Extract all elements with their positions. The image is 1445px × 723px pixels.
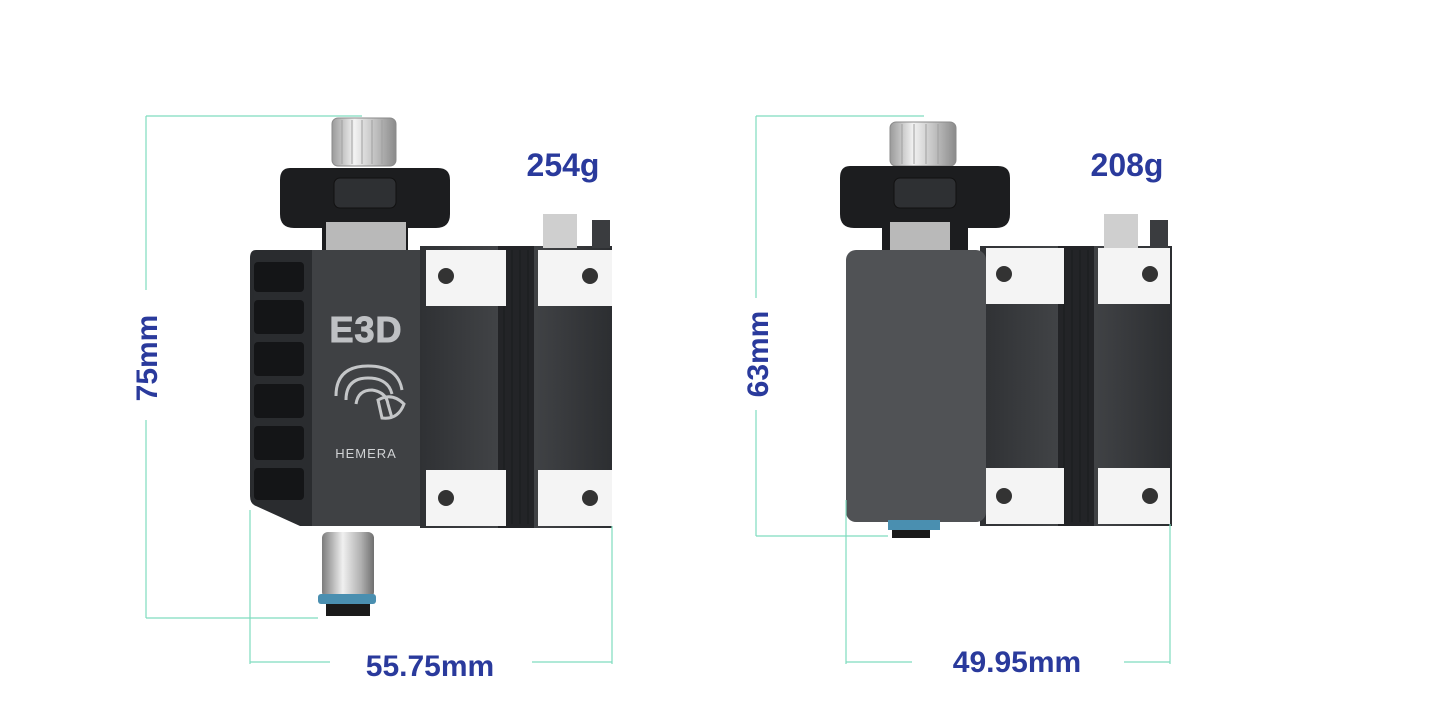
- left-plate-br: [538, 470, 612, 526]
- right-thumb-screw: [889, 121, 957, 167]
- left-tension-lever: [280, 168, 450, 250]
- left-pneumatic-coupler: [322, 532, 374, 598]
- left-weight-label: 254g: [527, 147, 600, 183]
- right-pneumatic-coupler: [888, 520, 940, 530]
- right-plate-br: [1098, 468, 1170, 524]
- left-height-label: 75mm: [131, 315, 164, 402]
- right-cover: [846, 250, 986, 522]
- right-dimension-lines: [755, 115, 1171, 664]
- left-brand-label: HEMERA: [335, 446, 397, 461]
- right-height-label: 63mm: [742, 311, 775, 398]
- right-width-label: 49.95mm: [953, 646, 1081, 679]
- left-width-label: 55.75mm: [366, 650, 494, 683]
- left-extruder: E3D HEMERA: [250, 117, 612, 616]
- hemera-emblem-icon: [334, 364, 406, 420]
- right-plate-tr: [1098, 248, 1170, 304]
- right-weight-label: 208g: [1091, 147, 1164, 183]
- right-extruder: [840, 121, 1172, 538]
- left-dimension-lines: [145, 115, 613, 664]
- left-thumb-screw: [331, 117, 397, 167]
- left-e3d-logo: E3D: [329, 309, 402, 350]
- left-plate-tl: [426, 250, 506, 306]
- left-plate-tr: [538, 250, 612, 306]
